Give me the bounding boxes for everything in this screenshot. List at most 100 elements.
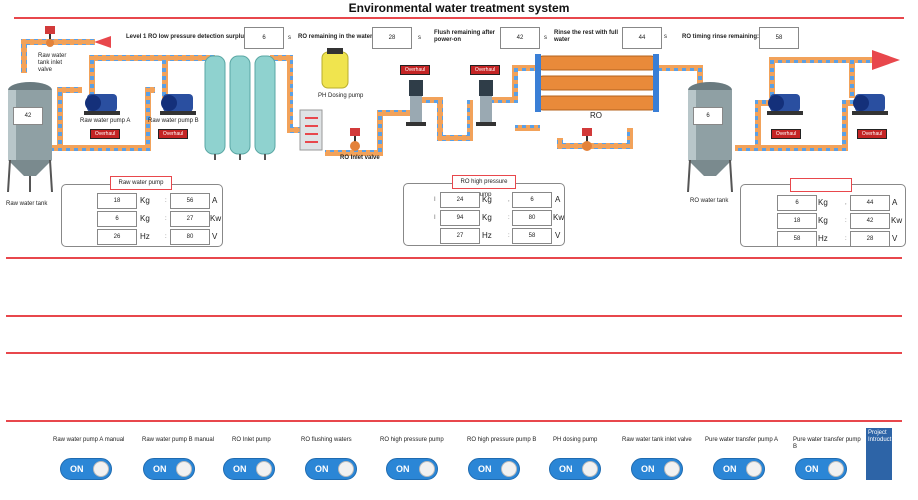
flush-label: Flush remaining after power-on [434,30,496,43]
ro-hp-row3-ua: Hz [482,231,492,240]
toggle-ro-hp-pump[interactable]: ON [386,458,438,480]
pump-a-overhaul-button[interactable]: Overhaul [90,129,120,139]
ro-hp-row1-lead: I [434,197,436,203]
toggle-state: ON [153,464,167,474]
raw-row1-sep: : [165,198,167,204]
pure-row1-b: 44 [850,195,890,211]
divider-3 [6,352,902,354]
rinse-label: Rinse the rest with full water [554,30,619,43]
ro-hp-row2-lead: I [434,215,436,221]
toggle-raw-pump-a[interactable]: ON [60,458,112,480]
filter-columns-icon [204,55,276,160]
raw-tank-label: Raw water tank [6,201,48,207]
level1-value: 6 [244,27,284,49]
ro-hp-row2-b: 80 [512,210,552,226]
toggle-knob [176,461,192,477]
pump-a-label: Raw water pump A [80,118,131,124]
toggle-knob [664,461,680,477]
toggle-ro-inlet-pump[interactable]: ON [223,458,275,480]
pure-row1-ub: A [892,198,898,207]
ro-hp-row1-b: 6 [512,192,552,208]
toggle-ro-flushing[interactable]: ON [305,458,357,480]
pure-row3-ua: Hz [818,234,828,243]
pure-pump-b-overhaul-button[interactable]: Overhaul [857,129,887,139]
toggle-ph-dosing[interactable]: ON [549,458,601,480]
hp-pump-a-icon [406,80,426,126]
raw-row3-sep: : [165,234,167,240]
pure-row3-sep: : [845,236,847,242]
inlet-arrow-icon [94,36,111,48]
pump-b-overhaul-button[interactable]: Overhaul [158,129,188,139]
pure-row2-ua: Kg [818,216,828,225]
ro-hp-row1-sep: , [508,197,510,203]
level1-label: Level 1 RO low pressure detection surplu… [126,34,248,40]
toggle-state: ON [396,464,410,474]
pure-pump-a-overhaul-button[interactable]: Overhaul [771,129,801,139]
pure-row2-b: 42 [850,213,890,229]
toggle-raw-tank-inlet[interactable]: ON [631,458,683,480]
toggle-ro-hp-pump-b[interactable]: ON [468,458,520,480]
pure-row1-sep: , [845,200,847,206]
ro-tank-label: RO water tank [690,198,729,204]
cartridge-filter-icon [299,109,323,151]
hp-pump-b-overhaul-button[interactable]: Overhaul [470,65,500,75]
project-introduction-button[interactable]: Project Introduct [866,428,892,480]
toggle-state: ON [559,464,573,474]
outlet-arrow-icon [872,50,900,70]
pure-row1-ua: Kg [818,198,828,207]
ph-dosing-label: PH Dosing pump [318,93,364,99]
pipe-tank-to-pump-a [50,87,82,151]
toggle-state: ON [478,464,492,474]
raw-row2-a: 6 [97,211,137,227]
ro-hp-row2-sep: : [508,215,510,221]
pure-pump-a-icon [767,94,803,115]
ro-remaining-value: 28 [372,27,412,49]
raw-inlet-valve-label: Raw water tank inlet valve [38,53,67,73]
raw-pump-panel-title: Raw water pump [110,176,172,190]
pure-pump-panel-title [790,178,852,192]
raw-row3-b: 80 [170,229,210,245]
ro-inlet-valve-label: RO Inlet valve [340,155,380,161]
toggle-label-6: RO high pressure pump B [467,437,537,443]
ro-concentrate-valve-icon [582,128,592,151]
ro-hp-row2-a: 94 [440,210,480,226]
toggle-pure-pump-a[interactable]: ON [713,458,765,480]
toggle-knob [256,461,272,477]
ro-hp-row1-ub: A [555,195,561,204]
ro-tank-level: 6 [693,107,723,125]
pipe-to-ro [490,65,540,103]
raw-row1-ua: Kg [140,196,150,205]
raw-inlet-valve-icon [45,26,55,47]
ro-hp-row3-sep: : [508,233,510,239]
ro-hp-panel-title: RO high pressure pump [452,175,516,198]
toggle-label-1: Raw water pump A manual [53,437,125,443]
toggle-knob [501,461,517,477]
hp-pump-b-icon [476,80,496,126]
toggle-label-3: RO Inlet pump [232,437,271,443]
ro-inlet-valve-icon [350,128,360,151]
ro-hp-row3-a: 27 [440,228,480,244]
ro-water-tank-icon [687,82,733,193]
pure-row2-sep: : [845,218,847,224]
toggle-state: ON [70,464,84,474]
raw-row1-ub: A [212,196,218,205]
hp-pump-a-overhaul-button[interactable]: Overhaul [400,65,430,75]
pipe-hp-pumps [415,97,473,141]
toggle-state: ON [315,464,329,474]
pump-b-label: Raw water pump B [148,118,199,124]
pipe-ro-tank-out-a [735,100,770,151]
pure-row2-a: 18 [777,213,817,229]
toggle-raw-pump-b[interactable]: ON [143,458,195,480]
pure-row3-ub: V [892,234,898,243]
ro-hp-row2-ub: Kw [553,213,565,222]
toggle-state: ON [805,464,819,474]
raw-row2-ub: Kw [210,214,222,223]
raw-row3-ua: Hz [140,232,150,241]
pure-row3-a: 58 [777,231,817,247]
raw-water-tank-icon [7,82,53,193]
pure-row1-a: 6 [777,195,817,211]
raw-row2-sep: : [165,216,167,222]
toggle-state: ON [233,464,247,474]
raw-pump-a-icon [84,94,120,115]
toggle-pure-pump-b[interactable]: ON [795,458,847,480]
